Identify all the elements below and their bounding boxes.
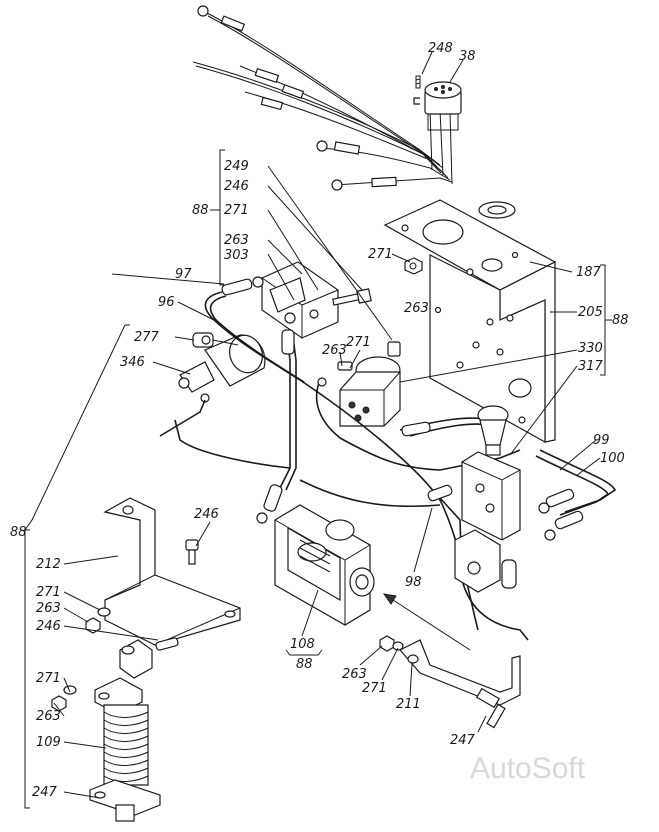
callout-271: 271 [36,671,61,686]
callout-277: 277 [134,330,160,345]
callout-246: 246 [36,619,61,634]
callout-labels: 248 38 249 246 88 271 263 303 97 96 277 … [10,41,629,800]
callout-263: 263 [36,709,61,724]
callout-97: 97 [175,267,192,282]
callout-248: 248 [428,41,453,56]
callout-108: 108 [290,637,315,652]
callout-187: 187 [576,265,602,280]
terminal-97 [221,276,264,296]
callout-99: 99 [593,433,610,448]
plug-346 [178,334,266,403]
nut-263-lower [379,635,404,652]
callout-88: 88 [612,313,629,328]
callout-303: 303 [224,248,249,263]
callout-271: 271 [224,203,249,218]
callout-88: 88 [10,525,27,540]
callout-88: 88 [192,203,209,218]
bracket-211 [399,639,521,729]
callout-247: 247 [32,785,58,800]
relay-assembly-303 [261,261,372,339]
callout-263: 263 [322,343,347,358]
terminal-277 [192,332,239,348]
watermark: AutoSoft [470,752,586,785]
callout-330: 330 [578,341,603,356]
callout-263: 263 [342,667,367,682]
callout-271: 271 [346,335,371,350]
callout-96: 96 [158,295,175,310]
assembly-arrow [382,593,471,651]
callout-263: 263 [224,233,249,248]
group-brackets [24,149,612,809]
nut-263-bottom [51,685,77,712]
callout-38: 38 [459,49,476,64]
callout-211: 211 [396,697,421,712]
callout-263: 263 [36,601,61,616]
suppressor-109 [89,637,179,822]
callout-205: 205 [578,305,603,320]
callout-249: 249 [224,159,249,174]
callout-246: 246 [224,179,249,194]
switch-317 [454,405,521,593]
callout-246: 246 [194,507,219,522]
callout-271: 271 [36,585,61,600]
callout-212: 212 [36,557,61,572]
nut-263-left [85,607,111,634]
bracket-212 [103,497,241,646]
leader-lines [53,51,601,799]
callout-271: 271 [362,681,387,696]
relay-108 [274,504,375,626]
callout-98: 98 [405,575,422,590]
callout-271: 271 [368,247,393,262]
callout-247: 247 [450,733,476,748]
mounting-bracket-205 [383,199,557,444]
callout-88: 88 [296,657,313,672]
switch-330 [337,341,401,427]
callout-100: 100 [600,451,625,466]
callout-109: 109 [36,735,61,750]
callout-346: 346 [120,355,145,370]
callout-317: 317 [578,359,604,374]
connector-38 [413,81,462,131]
callout-263: 263 [404,301,429,316]
wire-harness [192,5,462,191]
